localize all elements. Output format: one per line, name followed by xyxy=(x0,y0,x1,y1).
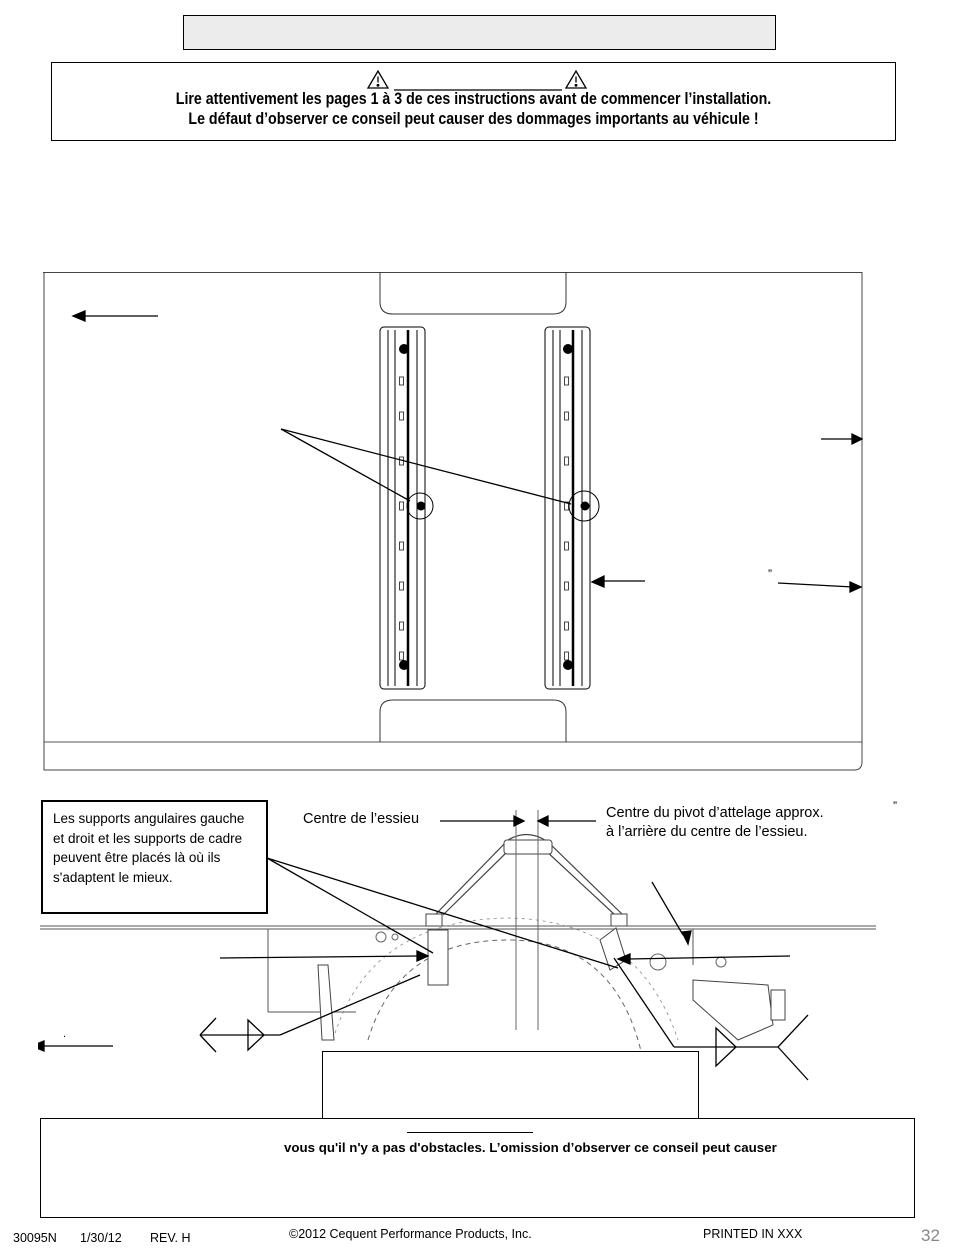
right-rail-bolts xyxy=(563,344,590,670)
footer-revision: REV. H xyxy=(150,1231,191,1245)
title-bar xyxy=(183,15,776,50)
warning-line-1: Lire attentivement les pages 1 à 3 de ce… xyxy=(175,90,772,108)
dot-mark: . xyxy=(63,1028,66,1040)
bracket-note-text: Les supports angulaires gauche et droit … xyxy=(53,811,245,885)
rail-placement-diagram: ” xyxy=(43,272,863,771)
right-center-bolt-callout xyxy=(568,490,600,522)
footer-date: 1/30/12 xyxy=(80,1231,122,1245)
bottom-warning-box xyxy=(40,1118,915,1218)
left-rail-bolts xyxy=(399,344,426,670)
side-view-diagram: . ” xyxy=(38,799,897,1081)
axle-center-label: Centre de l’essieu xyxy=(303,811,420,827)
quote-mark-bottom: ” xyxy=(893,799,897,813)
footer-part-number: 30095N xyxy=(13,1231,57,1245)
bracket-note-box: Les supports angulaires gauche et droit … xyxy=(41,800,268,914)
pivot-label-line-2: à l’arrière du centre de l’essieu. xyxy=(606,824,808,840)
warning-icon xyxy=(366,69,390,89)
right-rail-slots xyxy=(564,376,569,661)
left-center-bolt-callout xyxy=(406,492,434,520)
left-rail-slots xyxy=(399,376,404,661)
inner-caption-box xyxy=(322,1051,699,1119)
right-rail xyxy=(544,326,591,690)
bottom-heading-rule xyxy=(407,1132,533,1133)
footer-printed: PRINTED IN XXX xyxy=(703,1227,803,1241)
warning-icon xyxy=(564,69,588,89)
footer-copyright: ©2012 Cequent Performance Products, Inc. xyxy=(289,1227,532,1241)
quote-mark-top: ” xyxy=(768,567,772,581)
pivot-label-line-1: Centre du pivot d’attelage approx. xyxy=(606,805,824,821)
warning-line-2: Le défaut d’observer ce conseil peut cau… xyxy=(188,110,759,128)
page-number: 32 xyxy=(921,1226,940,1245)
warning-box: Lire attentivement les pages 1 à 3 de ce… xyxy=(51,62,896,141)
bottom-warning-text: vous qu'il n'y a pas d'obstacles. L’omis… xyxy=(284,1140,777,1155)
warning-header-graphic xyxy=(366,69,588,91)
